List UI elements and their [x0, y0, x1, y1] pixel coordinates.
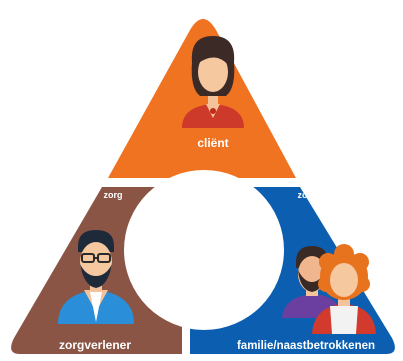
- family-person-woman-icon: [312, 244, 376, 334]
- client-person-icon: [182, 36, 244, 128]
- edge-label-zorg-right: zorg: [298, 190, 317, 200]
- label-care-provider: zorgverlener: [59, 338, 131, 352]
- center-circle: [124, 170, 284, 330]
- segment-client: [108, 19, 296, 178]
- label-family: familie/naastbetrokkenen: [237, 340, 375, 352]
- label-client: cliënt: [197, 136, 228, 150]
- care-provider-person-icon: [58, 230, 134, 324]
- edge-label-zorg-left: zorg: [104, 190, 123, 200]
